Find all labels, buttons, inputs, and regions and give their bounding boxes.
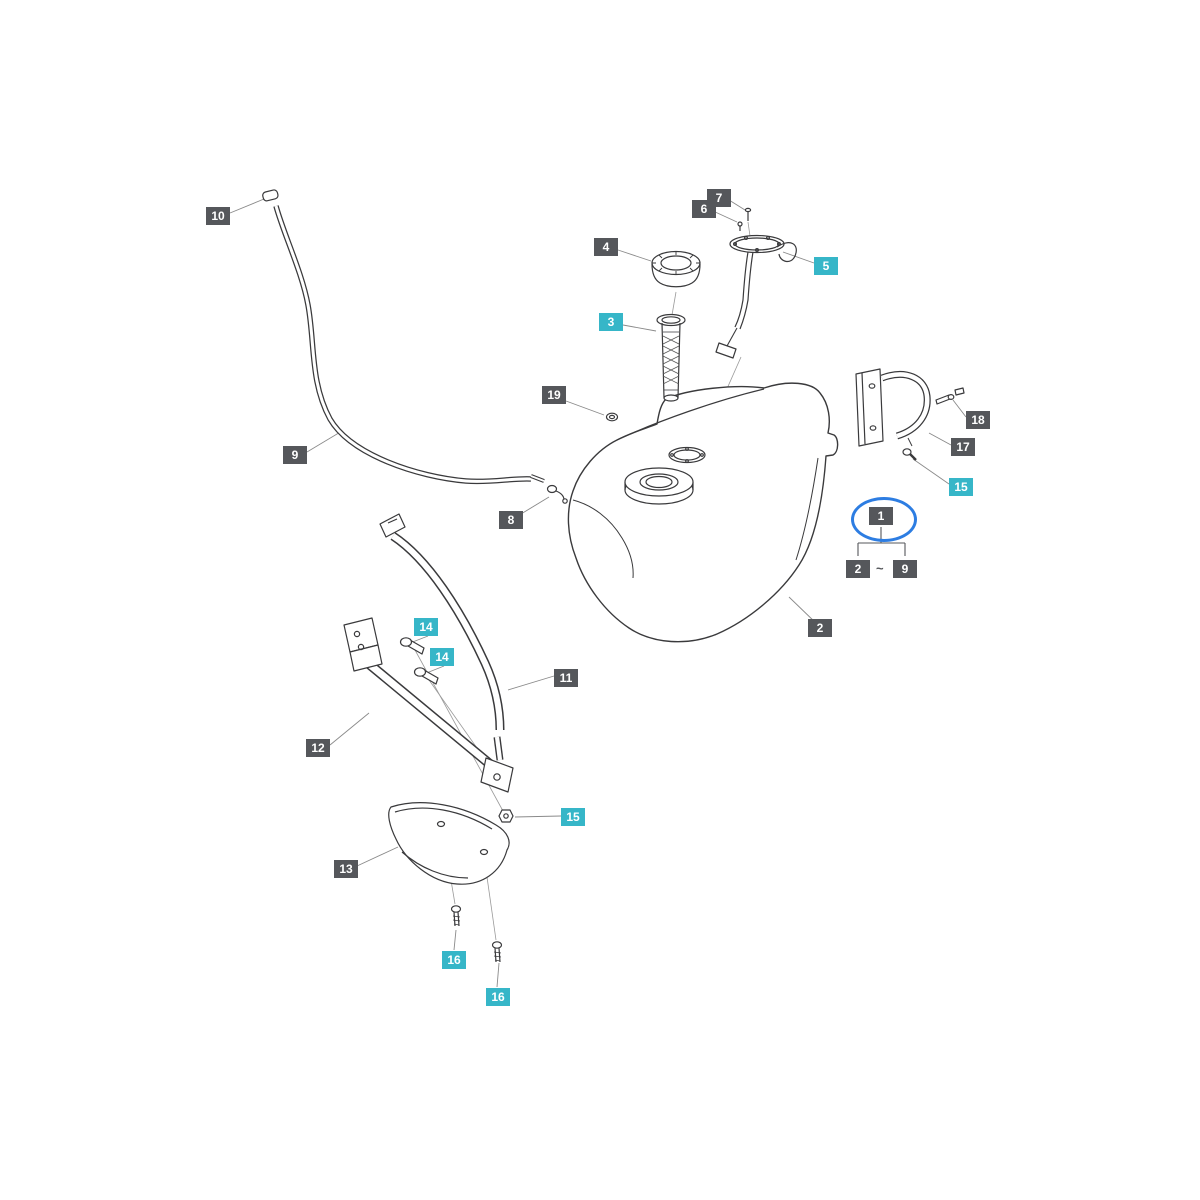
range-label-2[interactable]: 2 <box>846 560 870 578</box>
hose-clamp-drawing <box>546 484 568 504</box>
mount-bracket-drawing <box>343 617 514 793</box>
tank-band-bracket-drawing <box>855 368 931 447</box>
part-label-15-lower[interactable]: 15 <box>561 808 585 826</box>
part-label-14-b[interactable]: 14 <box>430 648 454 666</box>
part-label-11[interactable]: 11 <box>554 669 578 687</box>
part-label-7[interactable]: 7 <box>707 189 731 207</box>
range-tilde: ~ <box>876 561 884 576</box>
parts-artwork <box>262 189 965 963</box>
part-label-8[interactable]: 8 <box>499 511 523 529</box>
bolt-15-upper-drawing <box>902 448 917 461</box>
part-label-3[interactable]: 3 <box>599 313 623 331</box>
part-label-1[interactable]: 1 <box>869 507 893 525</box>
range-label-9[interactable]: 9 <box>893 560 917 578</box>
part-label-2-tank[interactable]: 2 <box>808 619 832 637</box>
grommet-drawing <box>605 412 619 422</box>
part-label-16-a[interactable]: 16 <box>442 951 466 969</box>
part-label-19[interactable]: 19 <box>542 386 566 404</box>
tank-guard-drawing <box>388 802 510 885</box>
screw-18-drawing <box>935 387 965 405</box>
nut-15-lower-drawing <box>498 809 514 823</box>
fuel-tank-drawing <box>567 382 839 643</box>
leader-lines <box>229 198 967 988</box>
fuel-cap-drawing <box>651 250 701 288</box>
fuel-sender-drawing <box>715 207 797 359</box>
tank-strap-drawing <box>379 513 505 761</box>
part-label-18[interactable]: 18 <box>966 411 990 429</box>
part-label-4[interactable]: 4 <box>594 238 618 256</box>
fuel-strainer-drawing <box>656 313 686 402</box>
range-bracket-lines <box>857 527 906 556</box>
part-label-13[interactable]: 13 <box>334 860 358 878</box>
bolts-16-drawing <box>450 905 503 963</box>
part-label-5[interactable]: 5 <box>814 257 838 275</box>
part-label-15-upper[interactable]: 15 <box>949 478 973 496</box>
bolts-14-drawing <box>399 637 439 685</box>
part-label-14-a[interactable]: 14 <box>414 618 438 636</box>
fuel-hose-drawing <box>262 189 545 485</box>
part-label-16-b[interactable]: 16 <box>486 988 510 1006</box>
part-label-9-hose[interactable]: 9 <box>283 446 307 464</box>
part-label-12[interactable]: 12 <box>306 739 330 757</box>
part-label-10[interactable]: 10 <box>206 207 230 225</box>
part-label-17[interactable]: 17 <box>951 438 975 456</box>
